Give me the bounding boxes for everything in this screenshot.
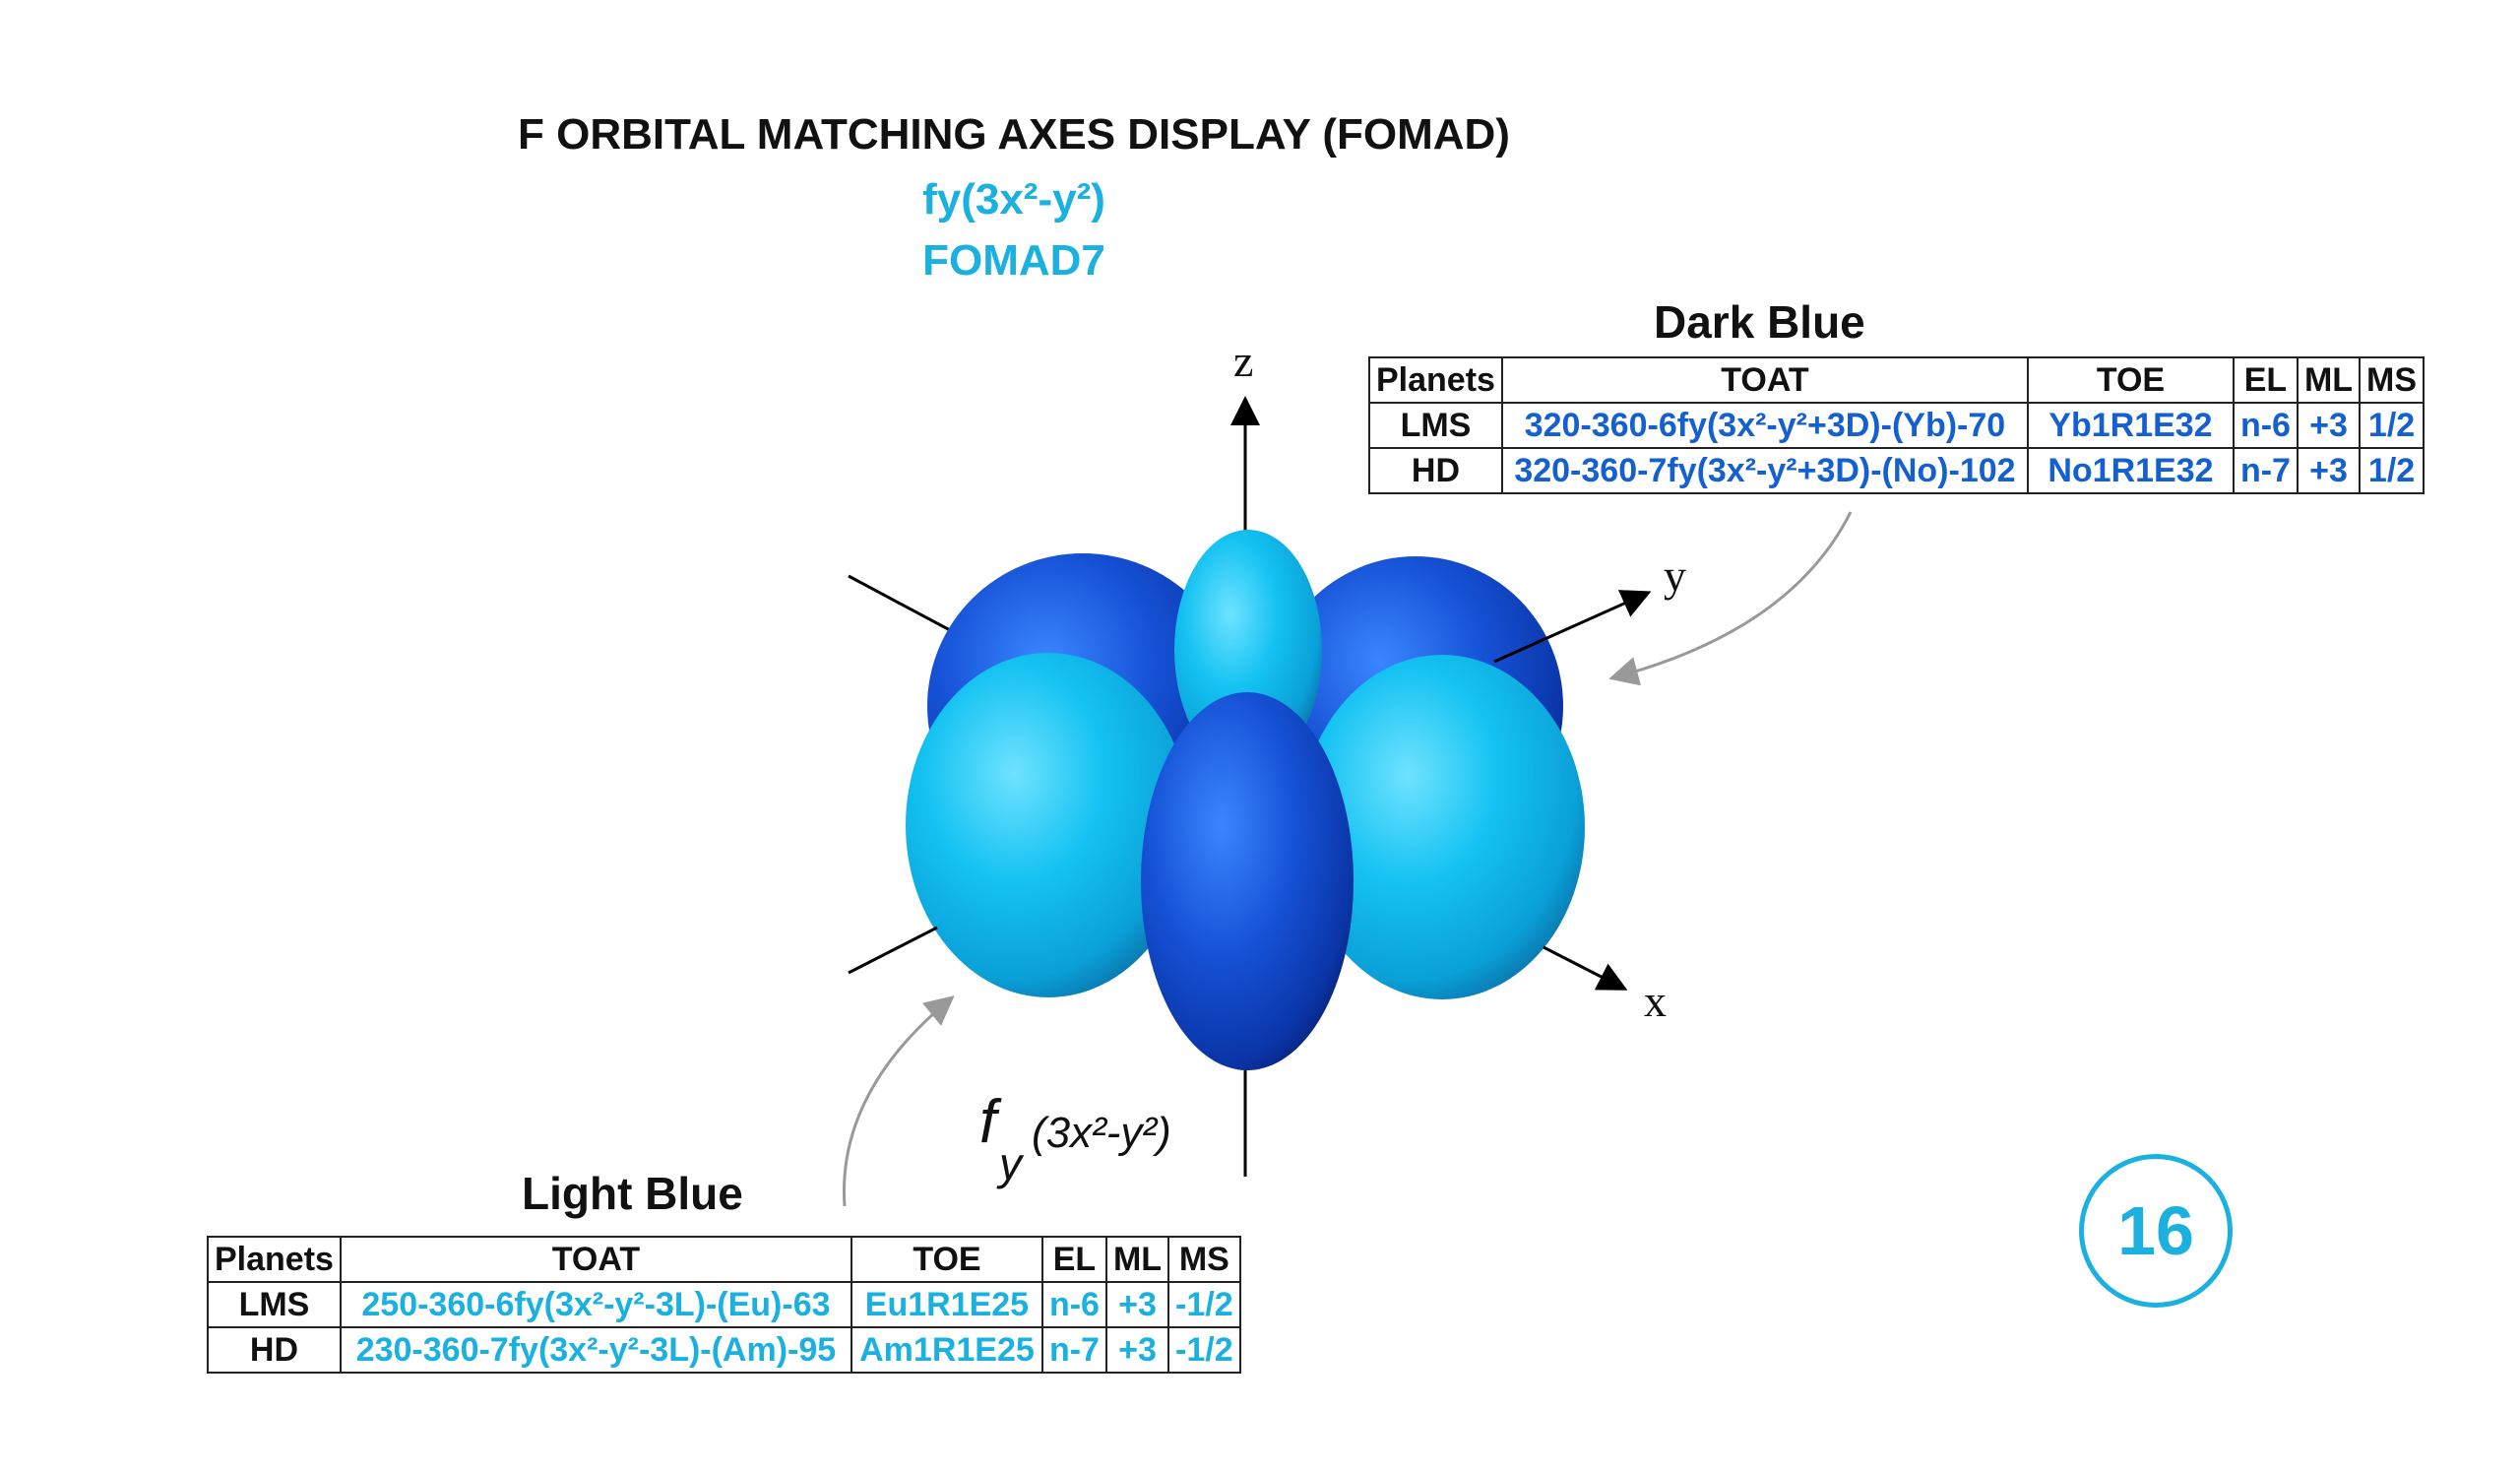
cell-el: n-7 — [2232, 447, 2299, 494]
light-blue-pointer-arrow — [842, 995, 955, 1207]
header-planets: Planets — [1368, 356, 1503, 404]
cell-planet: LMS — [207, 1281, 342, 1328]
header-ml: ML — [1104, 1236, 1170, 1283]
header-ms: MS — [2359, 356, 2426, 404]
orbital-label-expr: (3x²-y²) — [1032, 1109, 1171, 1157]
light-blue-label: Light Blue — [522, 1168, 743, 1219]
cell-planet: HD — [207, 1326, 342, 1374]
header-el: EL — [1040, 1236, 1107, 1283]
cell-ms: 1/2 — [2359, 447, 2426, 494]
header-toe: TOE — [2026, 356, 2235, 404]
table-row: HD 230-360-7fy(3x²-y²-3L)-(Am)-95 Am1R1E… — [207, 1326, 1241, 1374]
y-axis-label: y — [1664, 550, 1686, 601]
x-axis-line — [1543, 945, 1628, 991]
header-toat: TOAT — [339, 1236, 852, 1283]
cell-toat: 230-360-7fy(3x²-y²-3L)-(Am)-95 — [339, 1326, 852, 1374]
cell-el: n-6 — [1040, 1281, 1107, 1328]
table-header-row: Planets TOAT TOE EL ML MS — [1368, 356, 2426, 404]
cell-toat: 320-360-6fy(3x²-y²+3D)-(Yb)-70 — [1500, 402, 2029, 449]
header-toat: TOAT — [1500, 356, 2029, 404]
cell-ml: +3 — [1104, 1326, 1170, 1374]
cell-ms: 1/2 — [2359, 402, 2426, 449]
cell-ml: +3 — [2296, 402, 2362, 449]
header-el: EL — [2232, 356, 2299, 404]
cell-toat: 250-360-6fy(3x²-y²-3L)-(Eu)-63 — [339, 1281, 852, 1328]
light-blue-table: Planets TOAT TOE EL ML MS LMS 250-360-6f… — [207, 1236, 1241, 1374]
y-axis-line — [1493, 590, 1652, 664]
orbital-formula-subtitle: fy(3x²-y²) — [922, 175, 1105, 224]
table-row: LMS 250-360-6fy(3x²-y²-3L)-(Eu)-63 Eu1R1… — [207, 1281, 1241, 1328]
table-header-row: Planets TOAT TOE EL ML MS — [207, 1236, 1241, 1283]
page-number-badge: 16 — [2079, 1154, 2233, 1308]
dark-blue-label: Dark Blue — [1654, 296, 1865, 348]
cell-ml: +3 — [1104, 1281, 1170, 1328]
cell-ms: -1/2 — [1167, 1326, 1241, 1374]
header-ml: ML — [2296, 356, 2362, 404]
dark-blue-pointer-arrow — [1608, 511, 1853, 686]
cell-el: n-7 — [1040, 1326, 1107, 1374]
cell-toe: No1R1E32 — [2026, 447, 2235, 494]
table-row: LMS 320-360-6fy(3x²-y²+3D)-(Yb)-70 Yb1R1… — [1368, 402, 2426, 449]
cell-toe: Eu1R1E25 — [850, 1281, 1043, 1328]
light-blue-lobe-front-right — [1299, 655, 1585, 999]
table-row: HD 320-360-7fy(3x²-y²+3D)-(No)-102 No1R1… — [1368, 447, 2426, 494]
cell-ms: -1/2 — [1167, 1281, 1241, 1328]
page-title: F ORBITAL MATCHING AXES DISPLAY (FOMAD) — [518, 110, 1510, 159]
header-planets: Planets — [207, 1236, 342, 1283]
cell-ml: +3 — [2296, 447, 2362, 494]
cell-toe: Am1R1E25 — [850, 1326, 1043, 1374]
cell-toe: Yb1R1E32 — [2026, 402, 2235, 449]
cell-el: n-6 — [2232, 402, 2299, 449]
header-ms: MS — [1167, 1236, 1241, 1283]
cell-planet: LMS — [1368, 402, 1503, 449]
axis-line-back-lower — [848, 926, 938, 975]
orbital-label-sub: y — [996, 1138, 1025, 1189]
dark-blue-lobe-front-center — [1141, 692, 1354, 1070]
dark-blue-table: Planets TOAT TOE EL ML MS LMS 320-360-6f… — [1368, 356, 2426, 494]
z-axis-label: z — [1233, 336, 1253, 386]
light-blue-lobe-front-left — [906, 653, 1191, 997]
header-toe: TOE — [850, 1236, 1043, 1283]
fomad-code-subtitle: FOMAD7 — [922, 236, 1105, 285]
cell-toat: 320-360-7fy(3x²-y²+3D)-(No)-102 — [1500, 447, 2029, 494]
cell-planet: HD — [1368, 447, 1503, 494]
x-axis-label: x — [1644, 976, 1667, 1026]
